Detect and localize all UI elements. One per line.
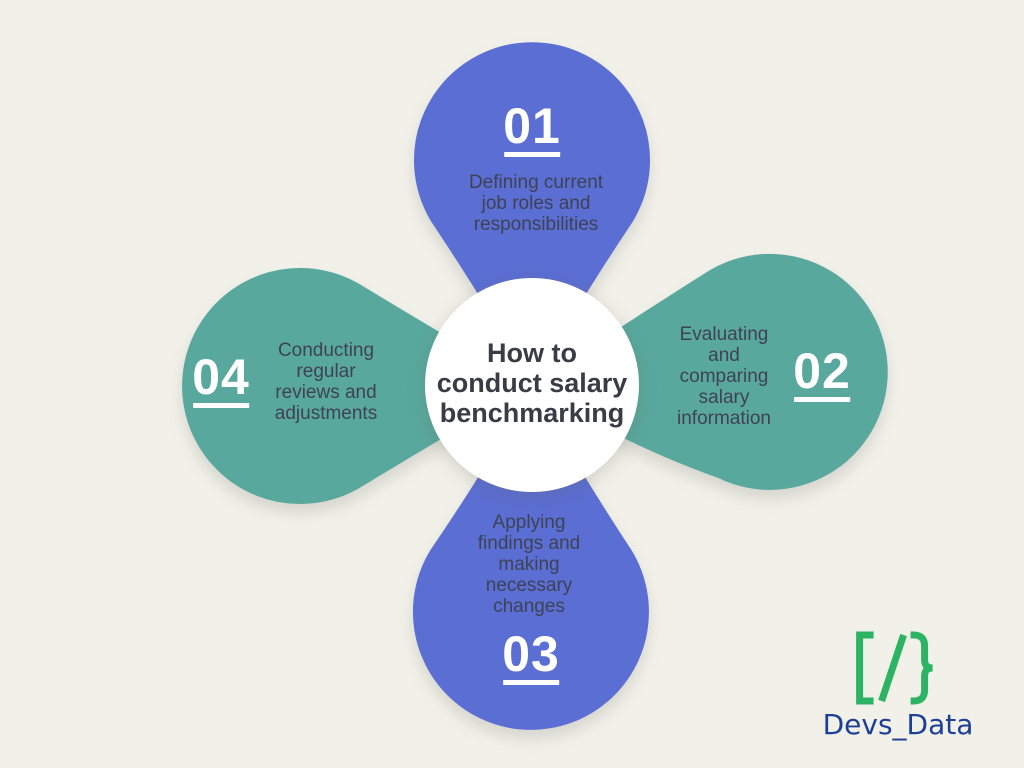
step-01-underline (504, 152, 560, 157)
step-03-label: Applying findings and making necessary c… (477, 512, 581, 617)
petal-step-03 (412, 386, 649, 730)
step-01-number-text: 01 (503, 98, 561, 154)
step-01-label: Defining current job roles and responsib… (468, 172, 604, 235)
petal-step-04 (182, 268, 533, 504)
diagram-title: How to conduct salary benchmarking (436, 338, 628, 428)
step-03-underline (503, 680, 559, 685)
bracket-glyph (856, 631, 874, 705)
step-02-number: 02 (793, 346, 851, 402)
code-bracket-slash-brace-icon (856, 631, 934, 705)
center-circle (425, 278, 639, 492)
step-02-label: Evaluating and comparing salary informat… (677, 324, 771, 429)
step-04-number: 04 (192, 352, 250, 408)
petal-step-01 (413, 42, 650, 387)
step-04-number-text: 04 (192, 349, 250, 405)
step-02-underline (794, 397, 850, 402)
brand-logo: Devs_Data (822, 630, 974, 741)
step-01-number: 01 (503, 101, 561, 157)
step-02-number-text: 02 (793, 343, 851, 399)
step-04-underline (193, 403, 249, 408)
step-04-label: Conducting regular reviews and adjustmen… (274, 340, 378, 424)
step-03-number: 03 (502, 629, 560, 685)
brace-glyph (911, 631, 934, 705)
slash-glyph (878, 633, 908, 703)
brand-name: Devs_Data (822, 708, 974, 741)
step-03-number-text: 03 (502, 626, 560, 682)
